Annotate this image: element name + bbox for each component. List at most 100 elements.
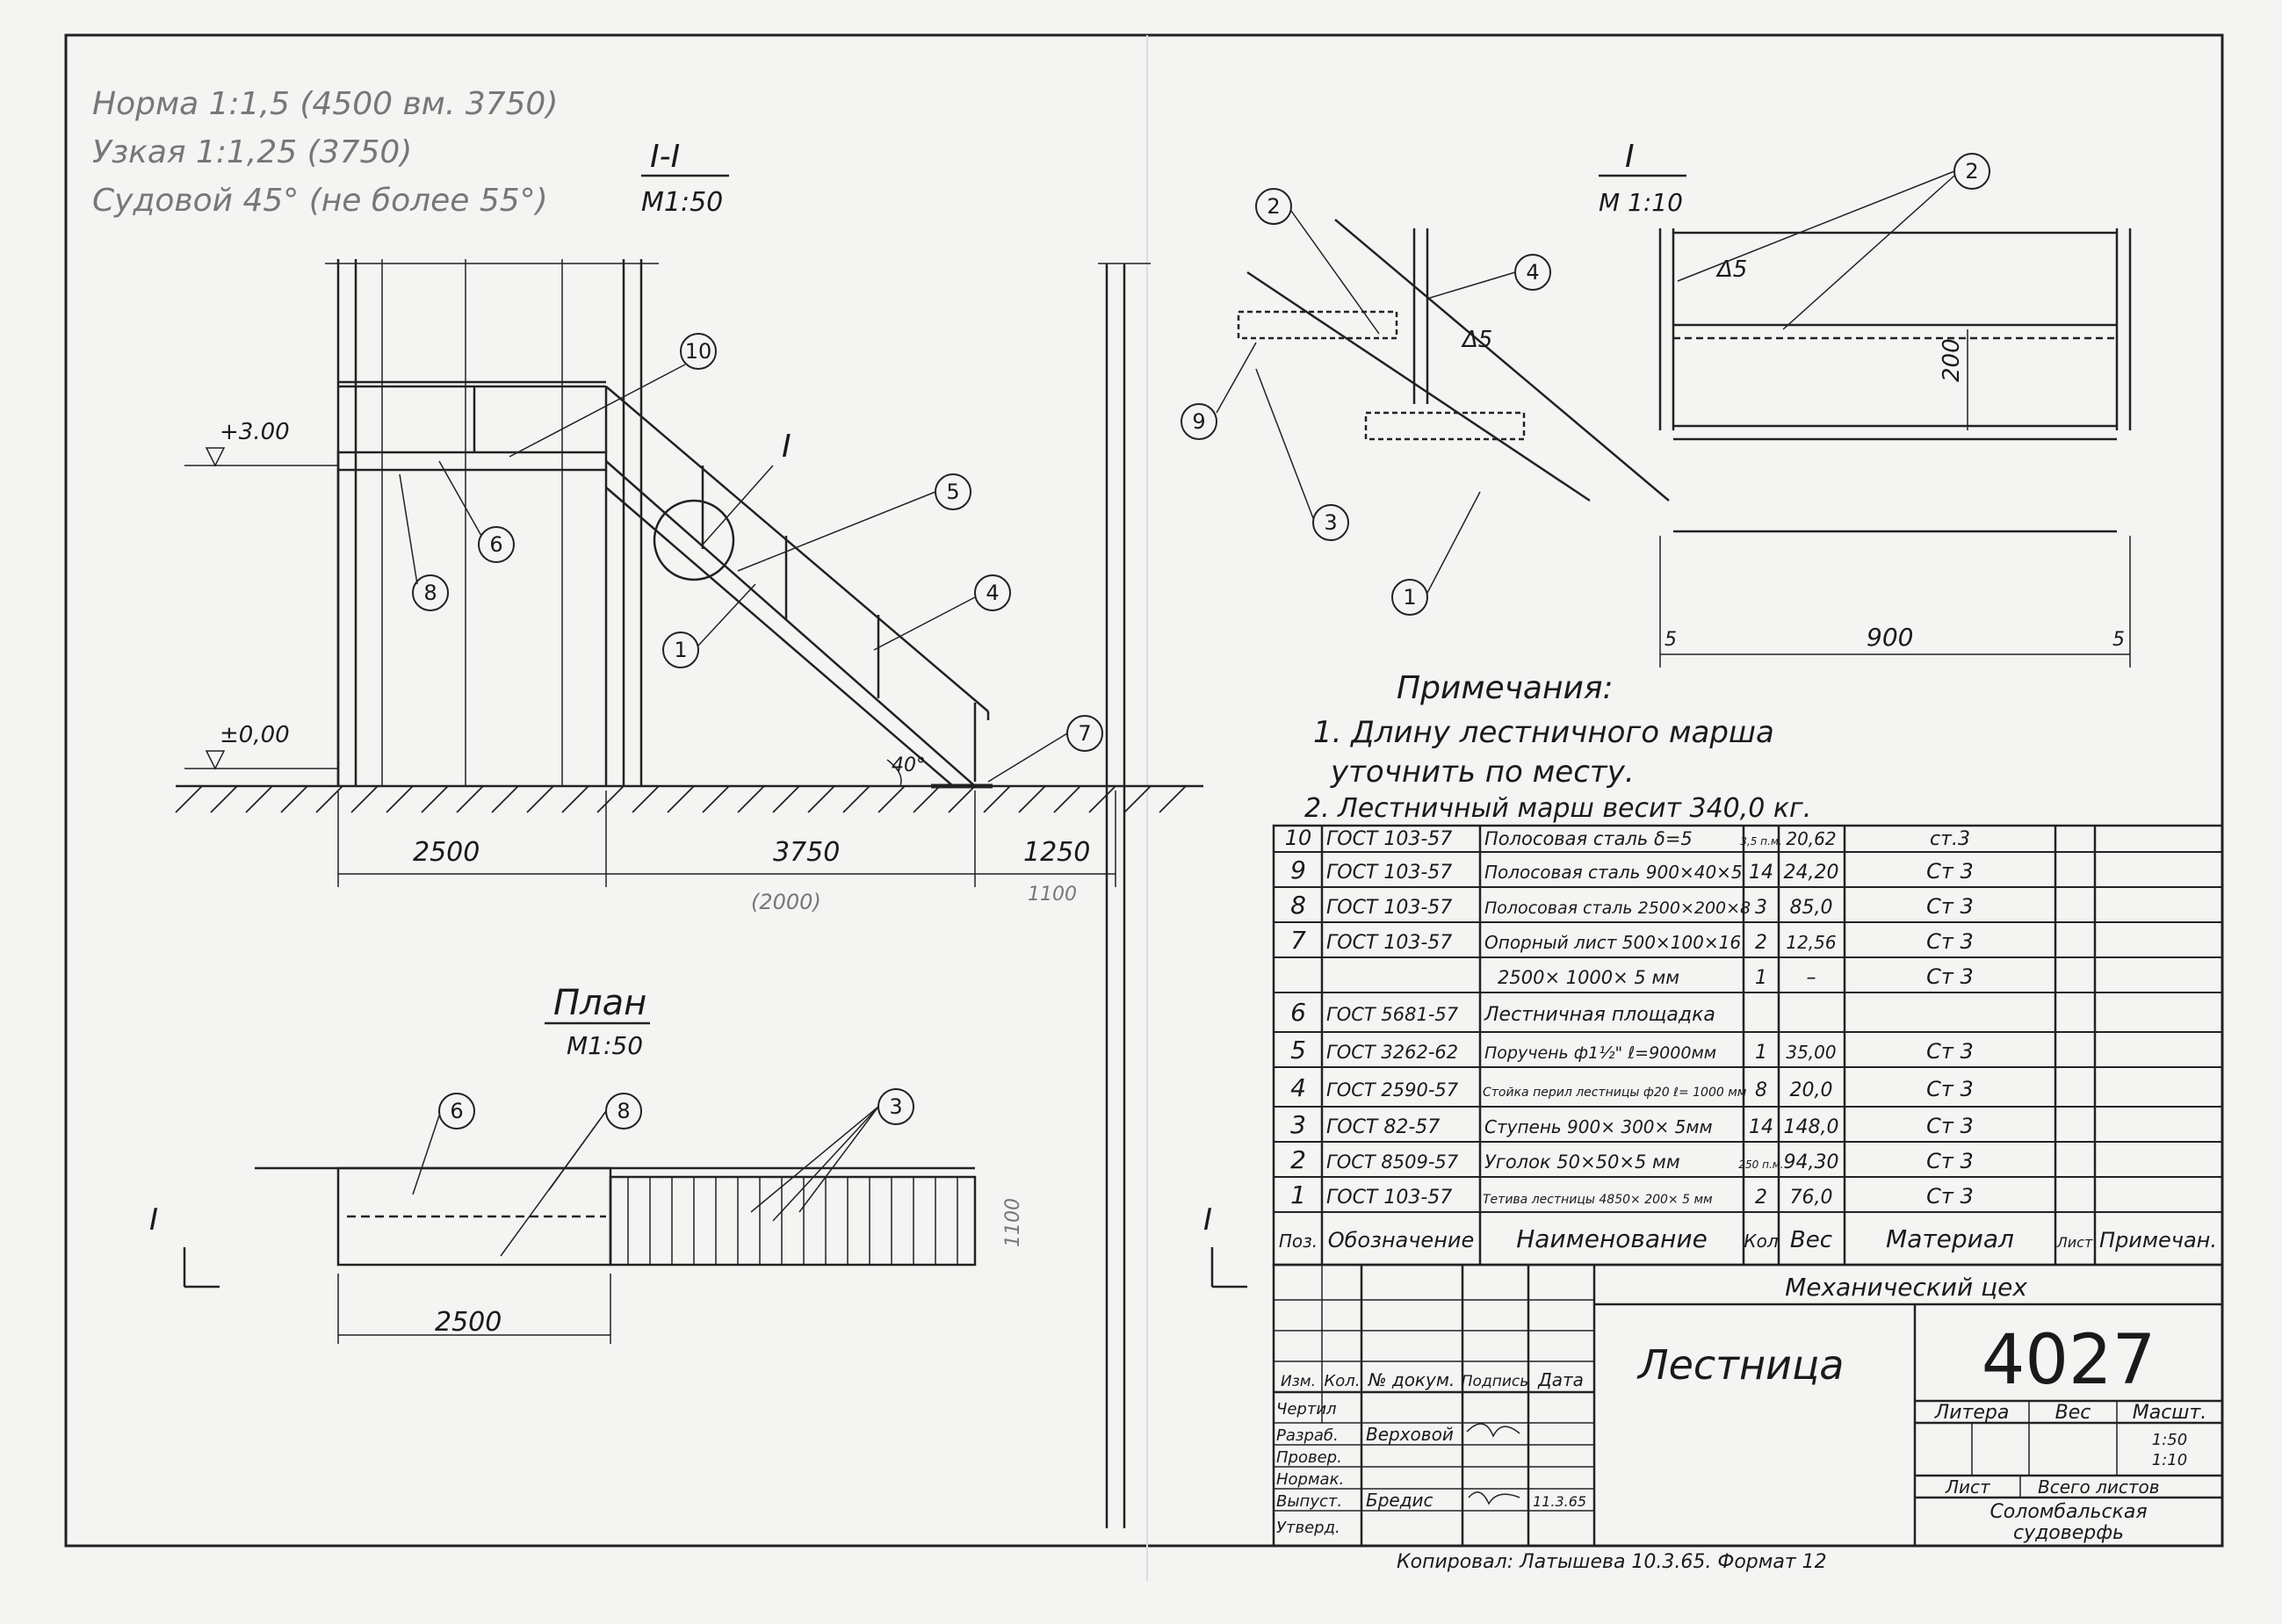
callout-2: 2 [1267,194,1280,219]
spec-cell: 2 [1290,1145,1306,1174]
detail-isometric: Δ5 2 9 4 3 1 [1181,188,1670,616]
tb-litera: Литера [1934,1402,2010,1424]
callout-3: 3 [889,1094,902,1119]
spec-cell: Cт 3 [1926,1114,1974,1138]
spec-cell: Ступень 900× 300× 5мм [1484,1116,1713,1137]
spec-cell: ГОСТ 103-57 [1326,1187,1452,1209]
spec-cell: 2 [1755,1187,1767,1209]
tb-scale-value: 1:10 [2152,1451,2187,1469]
plan-title: План [553,983,646,1023]
note-line: 2. Лестничный марш весит 340,0 кг. [1304,793,1811,824]
spec-cell: ГОСТ 8509-57 [1326,1151,1459,1173]
spec-cell: 76,0 [1790,1187,1833,1209]
spec-cell: Лестничная площадка [1484,1004,1715,1026]
spec-cell: 1 [1290,1180,1306,1209]
title-block [1272,1263,2224,1548]
callout-6: 6 [489,532,502,557]
tb-header: № докум. [1368,1369,1455,1390]
spec-cell: Cт 3 [1926,964,1974,989]
tb-role: Чертил [1276,1400,1337,1418]
spec-cell: Cт 3 [1926,1039,1974,1064]
callout-6: 6 [450,1099,463,1123]
spec-cell: Опорный лист 500×100×16 [1484,932,1741,953]
spec-cell: ГОСТ 2590-57 [1326,1079,1459,1101]
title-block-text: Изм. Кол. № докум. Подпись Дата Чертил Р… [1276,1273,2206,1544]
spec-cell: 10 [1285,826,1312,850]
spec-cell: ст.3 [1930,828,1970,850]
tb-department: Механический цех [1785,1273,2027,1302]
spec-table [1272,824,2224,1267]
detail-mark: I [782,429,791,465]
tb-date: 11.3.65 [1533,1493,1586,1510]
tb-weight: Вес [2055,1402,2091,1424]
stair-angle: 40° [892,754,926,776]
detail-title: I [1625,139,1635,175]
plan-dim: 2500 [435,1307,502,1338]
spec-header: Материал [1886,1224,2014,1253]
spec-cell: 3 [1290,1110,1306,1139]
spec-cell: 1 [1755,1042,1767,1064]
section-title: I-I [650,139,680,175]
callout-8: 8 [617,1099,630,1123]
spec-cell: 8 [1290,891,1306,920]
dim-platform: 2500 [413,837,480,868]
spec-header: Кол [1744,1231,1778,1252]
dim-clearance: 1250 [1023,837,1090,868]
spec-header: Обозначение [1328,1228,1475,1252]
notes-title: Примечания: [1397,670,1614,706]
dim-5: 5 [2112,629,2125,651]
spec-cell: 35,00 [1786,1042,1836,1063]
spec-cell: Стойка перил лестницы ф20 ℓ= 1000 мм [1483,1086,1747,1100]
spec-header: Примечан. [2099,1228,2217,1252]
spec-cell: ГОСТ 3262-62 [1326,1042,1458,1063]
tb-role: Провер. [1276,1448,1342,1467]
spec-header: Поз. [1279,1231,1318,1252]
spec-cell: 2 [1755,932,1767,954]
tb-header: Кол. [1324,1372,1360,1390]
spec-cell: Полосовая сталь δ=5 [1484,828,1693,849]
spec-cell: 3 [1755,897,1767,919]
note-line: уточнить по месту. [1330,754,1635,790]
pencil-dim: 1100 [1028,884,1077,906]
spec-cell: Cт 3 [1926,1077,1974,1101]
dim-5: 5 [1665,629,1677,651]
spec-cell: 250 п.м. [1738,1158,1783,1171]
tb-header: Подпись [1462,1373,1528,1390]
callout-4: 4 [986,581,999,605]
plan-view: План M1:50 2500 I I 1100 [149,983,1247,1344]
spec-header: Вес [1790,1227,1832,1253]
plan-scale: M1:50 [567,1031,643,1060]
callout-9: 9 [1192,409,1205,434]
spec-cell: 7 [1290,926,1306,955]
spec-cell: 20,62 [1786,828,1836,849]
spec-cell: Полосовая сталь 2500×200×8 [1484,899,1751,918]
spec-cell: Тетива лестницы 4850× 200× 5 мм [1483,1193,1713,1207]
spec-cell: 85,0 [1790,897,1833,919]
spec-cell: ГОСТ 5681-57 [1326,1004,1459,1025]
pencil-notes: Норма 1:1,5 (4500 вм. 3750) Узкая 1:1,25… [92,86,558,219]
spec-cell: ГОСТ 103-57 [1326,897,1452,919]
elevation-top: +3.00 [220,419,290,445]
spec-cell: Поручень ф1½" ℓ=9000мм [1484,1043,1716,1063]
callout-4: 4 [1526,260,1539,285]
tb-scale: Масшт. [2133,1402,2207,1424]
tb-role: Нормак. [1276,1470,1344,1489]
spec-cell: 14 [1749,862,1773,884]
dim-200: 200 [1939,338,1965,382]
note-line: 1. Длину лестничного марша [1313,715,1774,750]
tb-organization: судоверфь [2013,1522,2124,1544]
spec-cell: 6 [1290,998,1306,1027]
pencil-note: Судовой 45° (не более 55°) [92,183,548,219]
tb-role: Утверд. [1276,1519,1340,1537]
section-scale: M1:50 [641,187,723,218]
tb-sheets-total: Всего листов [2038,1476,2160,1498]
spec-cell: Cт 3 [1926,859,1974,884]
callout-5: 5 [946,480,959,504]
callout-3: 3 [1324,510,1337,535]
tb-drawing-title: Лестница [1636,1341,1844,1389]
tb-name: Верховой [1366,1424,1454,1445]
callout-10: 10 [685,339,712,364]
spec-cell: – [1807,967,1816,989]
spec-cell: 94,30 [1784,1151,1839,1173]
spec-cell: Cт 3 [1926,894,1974,919]
